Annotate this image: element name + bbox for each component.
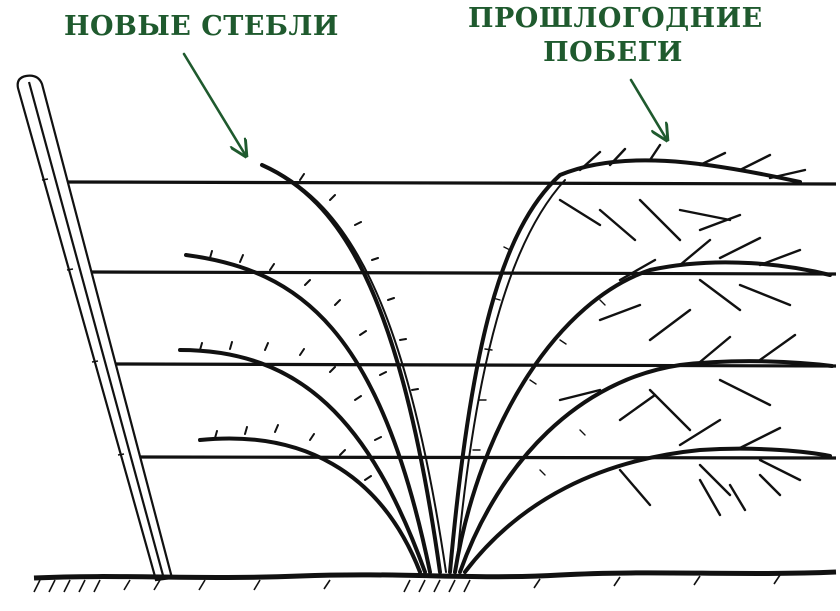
wire-2 <box>91 270 837 276</box>
trellis-post <box>16 74 174 582</box>
label-old-shoots: ПРОШЛОГОДНИЕ ПОБЕГИ <box>468 2 763 70</box>
arrow-new-stems <box>182 52 246 156</box>
wire-1 <box>65 180 837 186</box>
label-old-shoots-line1: ПРОШЛОГОДНИЕ <box>468 3 763 34</box>
label-new-stems: НОВЫЕ СТЕБЛИ <box>64 11 339 42</box>
label-old-shoots-line2: ПОБЕГИ <box>543 37 683 68</box>
arrow-old-shoots <box>629 78 667 140</box>
label-arrows <box>182 52 667 156</box>
ground-line <box>33 569 837 593</box>
old-shoots <box>448 143 834 574</box>
new-stems <box>178 163 447 574</box>
